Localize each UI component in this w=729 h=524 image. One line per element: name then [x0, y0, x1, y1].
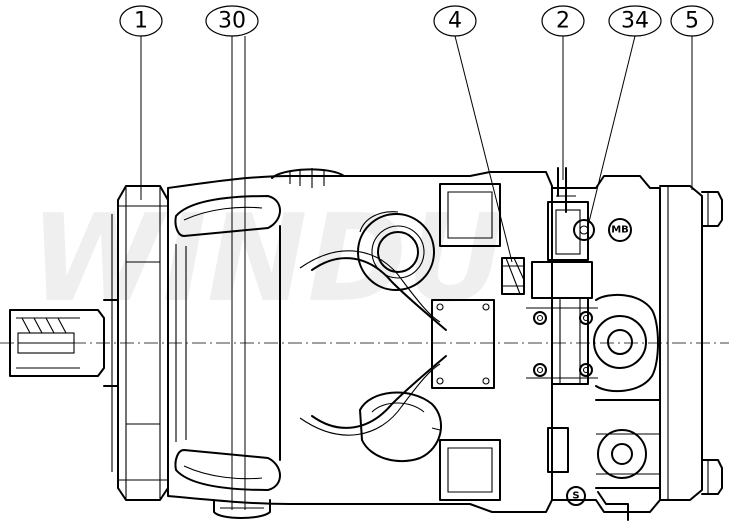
callout-1: 1	[119, 5, 163, 37]
callout-34: 34	[608, 5, 662, 37]
callout-4: 4	[433, 5, 477, 37]
callout-30: 30	[205, 5, 259, 37]
callout-label: 4	[448, 9, 462, 34]
callout-label: 1	[134, 9, 148, 34]
pump-housing	[167, 168, 553, 513]
end-cover	[659, 185, 723, 501]
callout-label: 30	[218, 9, 246, 34]
port-mark-s: S	[572, 491, 579, 502]
callout-label: 2	[556, 9, 570, 34]
leader-lines	[140, 35, 693, 510]
watermark-text: WINDU	[30, 190, 505, 329]
drive-shaft	[9, 299, 119, 387]
callout-2: 2	[541, 5, 585, 37]
callout-label: 34	[621, 9, 649, 34]
drain-plug	[213, 499, 271, 519]
callout-5: 5	[670, 5, 714, 37]
port-mark-mb: MB	[611, 225, 629, 236]
control-block: MB S	[526, 167, 661, 521]
callout-label: 5	[685, 9, 699, 34]
